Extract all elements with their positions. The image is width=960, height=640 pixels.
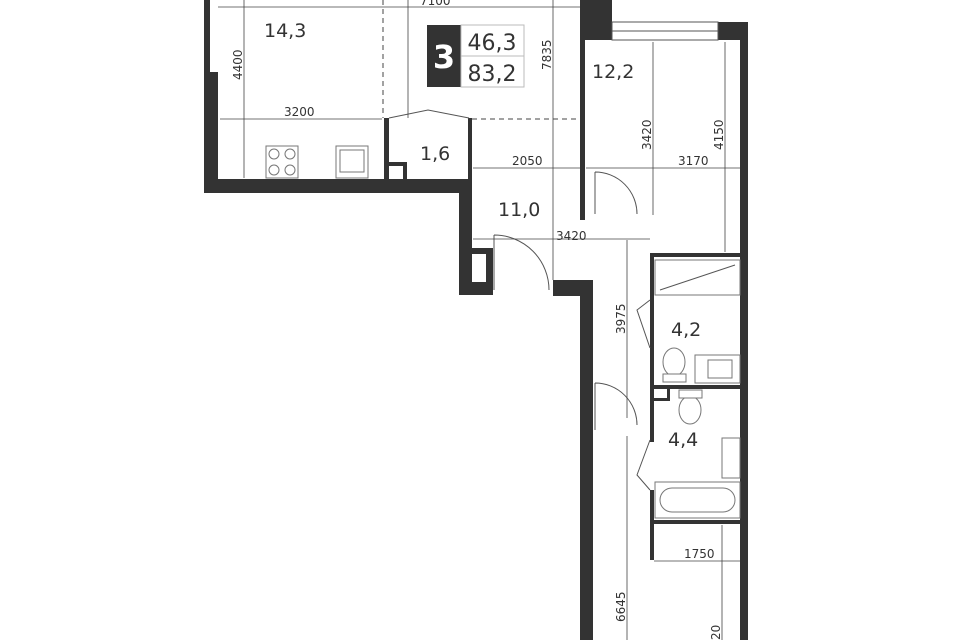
dim-kitchen-height: 4400 [231, 49, 245, 80]
bathroom-2-door[interactable] [636, 439, 651, 491]
walls [204, 0, 748, 640]
stove-icon [265, 145, 299, 179]
bedroom-door[interactable] [594, 171, 638, 215]
room-area-hall: 11,0 [498, 199, 540, 221]
dim-corridor-lower: 6645 [614, 591, 628, 622]
shower-icon [654, 259, 741, 296]
dim-room-width-lower: 1750 [684, 547, 715, 561]
kitchen-sink-icon [335, 145, 369, 179]
pantry-door[interactable] [388, 109, 470, 119]
living-area: 46,3 [468, 31, 517, 56]
dimension-lines [218, 0, 740, 640]
room-door[interactable] [594, 382, 638, 430]
dim-room-height-partial: 20 [709, 625, 723, 640]
dim-bedroom-height-b: 4150 [712, 119, 726, 150]
room-area-pantry: 1,6 [420, 143, 450, 165]
total-area: 83,2 [468, 62, 517, 87]
dim-top-width: 7100 [420, 0, 451, 8]
bathroom-sink-icon [694, 354, 741, 479]
dim-hall-width-upper: 2050 [512, 154, 543, 168]
bathroom-1-door[interactable] [636, 299, 651, 349]
room-count: 3 [433, 38, 455, 76]
bathtub-icon [654, 481, 741, 519]
dim-corridor-upper: 3975 [614, 303, 628, 334]
entrance-door[interactable] [493, 234, 550, 291]
area-badge: 3 46,3 83,2 [427, 24, 525, 88]
dim-bedroom-width: 3170 [678, 154, 709, 168]
dim-kitchen-width: 3200 [284, 105, 315, 119]
dim-bedroom-height-a: 3420 [640, 119, 654, 150]
dim-living-height: 7835 [540, 39, 554, 70]
dim-hall-width-lower: 3420 [556, 229, 587, 243]
room-area-bathroom-1: 4,2 [671, 319, 701, 341]
room-area-bathroom-2: 4,4 [668, 429, 698, 451]
room-area-bedroom: 12,2 [592, 61, 634, 83]
toilet-icon [662, 347, 703, 425]
room-area-kitchen-living: 14,3 [264, 20, 306, 42]
